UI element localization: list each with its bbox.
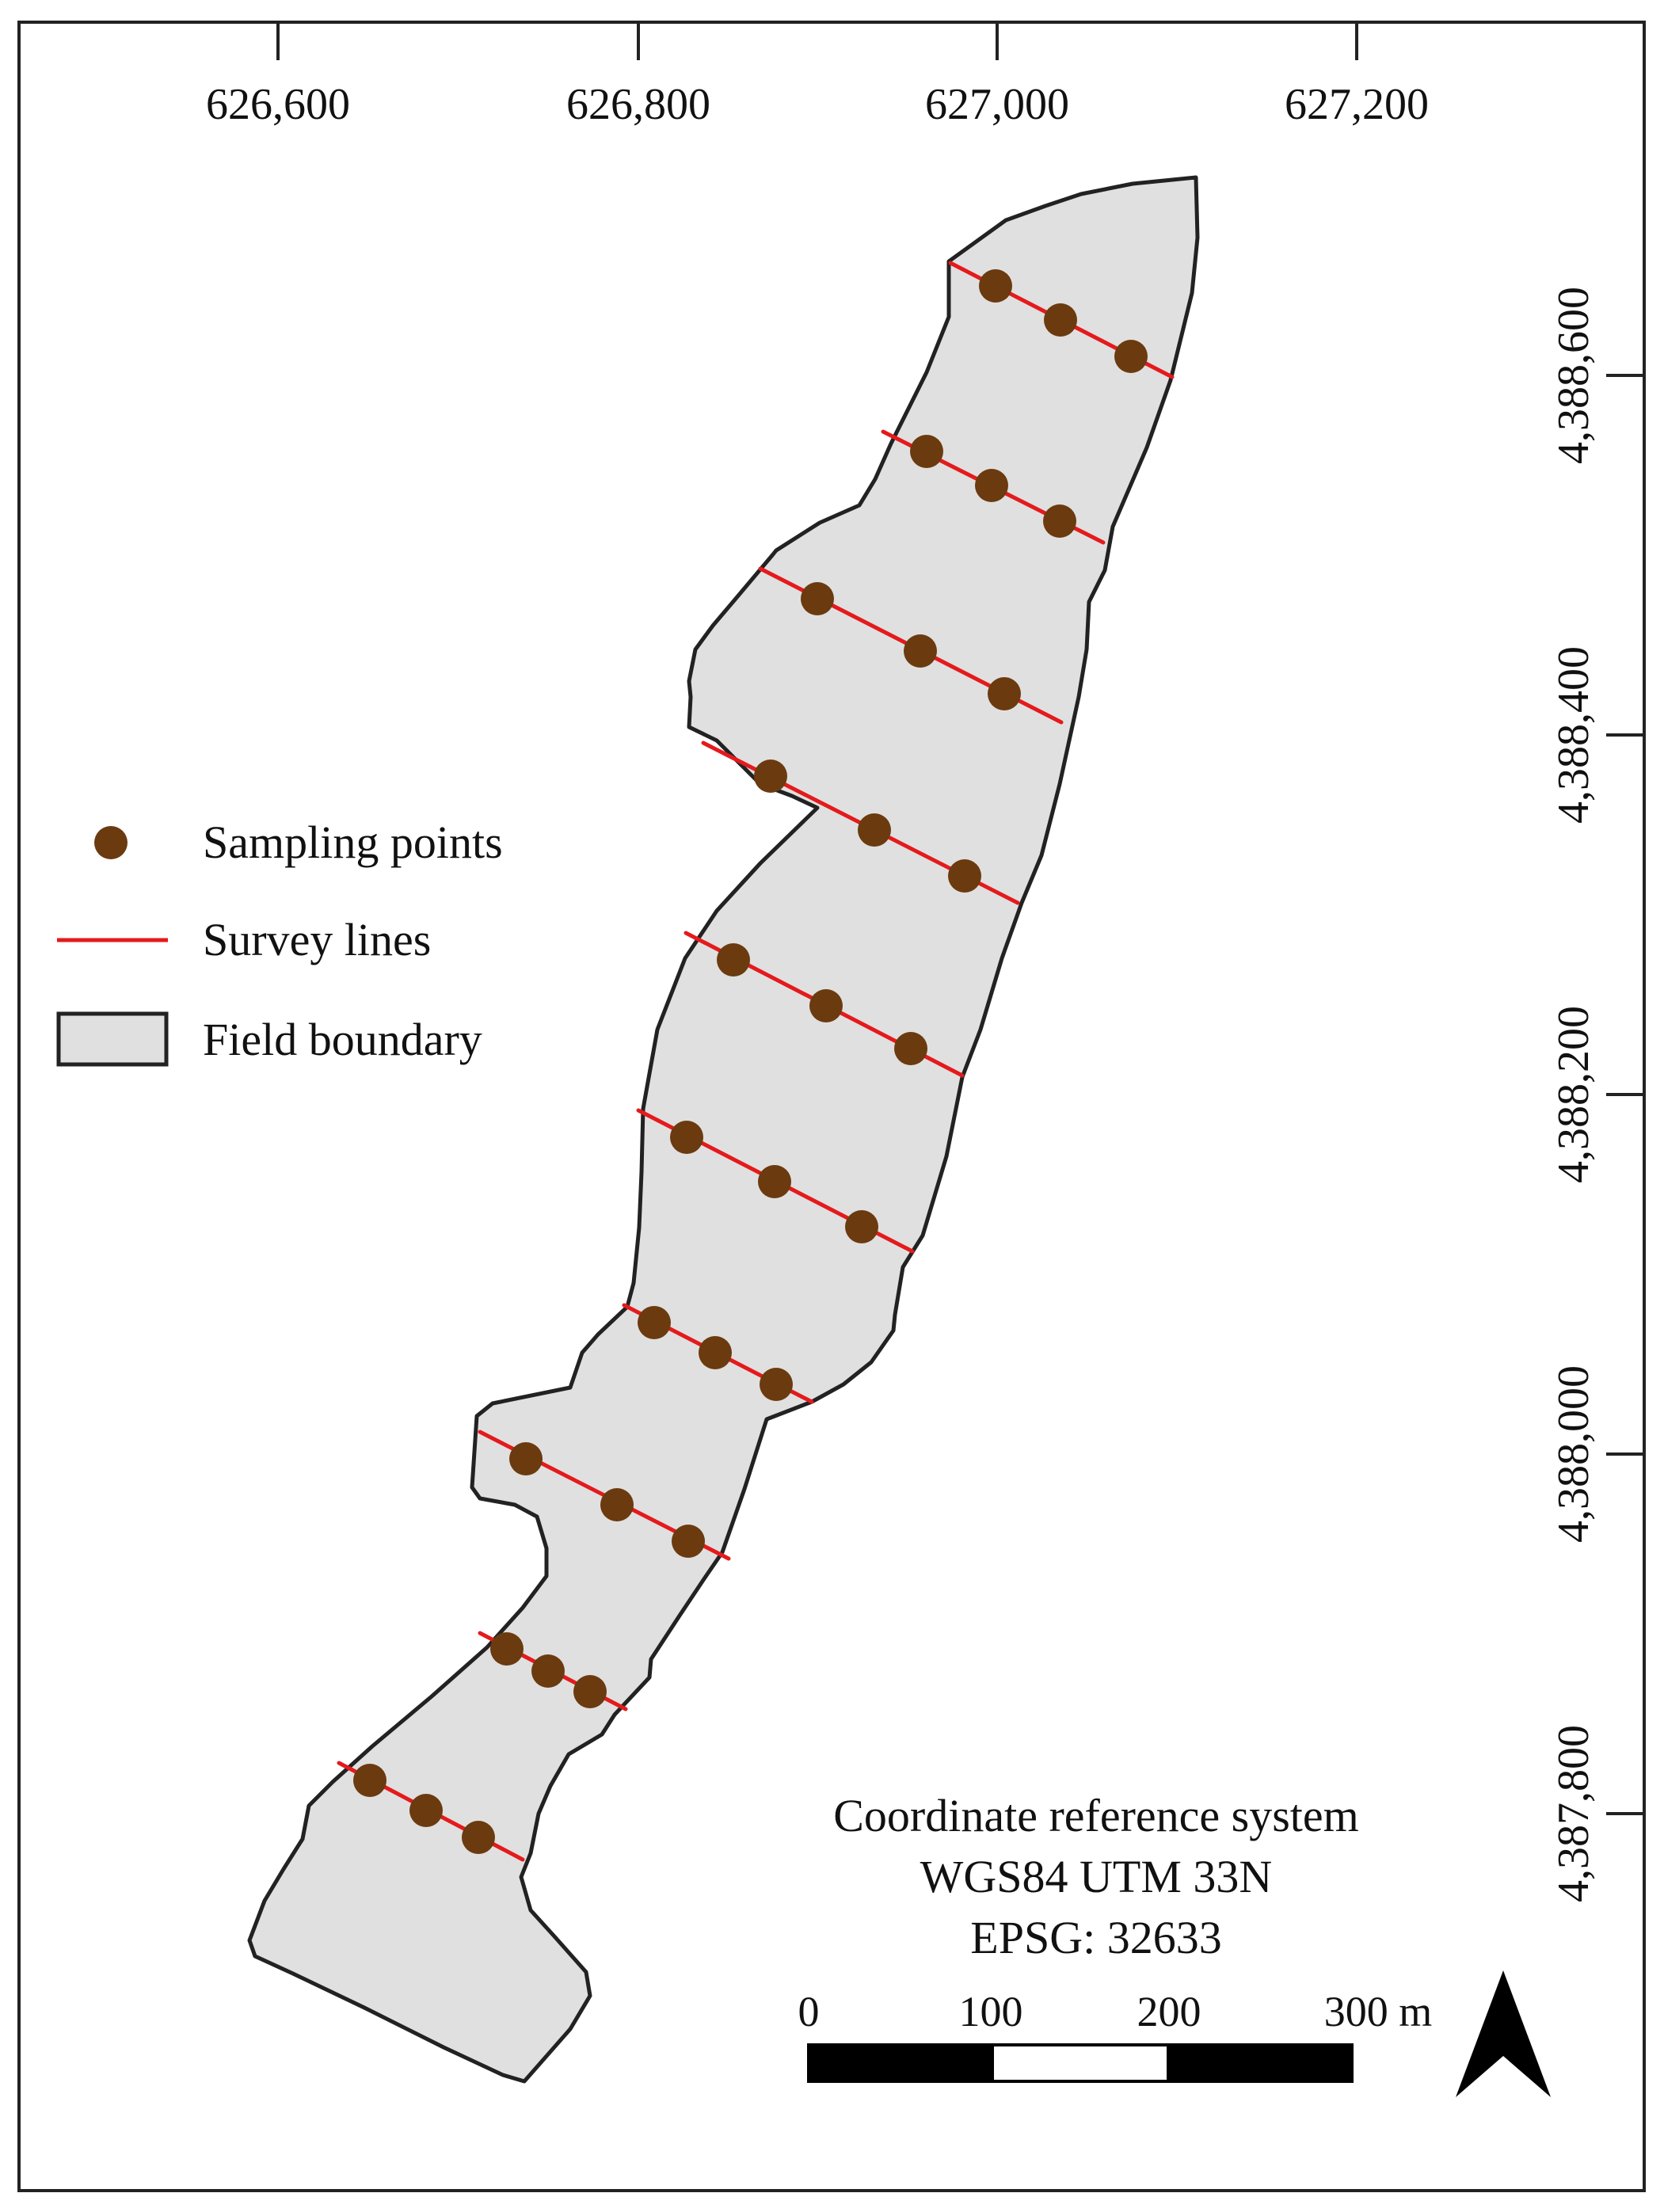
north-arrow-shape <box>1456 1970 1551 2097</box>
north-arrow-icon <box>1456 1970 1551 2097</box>
scale-segment <box>807 2043 994 2083</box>
y-tick-label: 4,388,000 <box>1549 1365 1598 1543</box>
y-tick-label: 4,387,800 <box>1549 1725 1598 1902</box>
sampling-point <box>975 469 1008 502</box>
x-tick-label: 627,000 <box>925 80 1069 129</box>
sampling-point <box>801 582 834 615</box>
sampling-points <box>353 269 1148 1854</box>
scale-bar: 0 100 200 300 m <box>798 1988 1433 2083</box>
y-axis-ticks <box>1606 374 1644 1815</box>
sampling-point <box>858 813 891 847</box>
scale-label: 100 <box>959 1988 1023 2035</box>
x-axis-ticks <box>276 22 1358 60</box>
x-axis-labels: 626,600 626,800 627,000 627,200 <box>206 80 1429 129</box>
sampling-point <box>353 1764 386 1797</box>
sampling-point <box>809 989 843 1022</box>
legend-symbol-sampling-point <box>94 826 128 859</box>
crs-name: WGS84 UTM 33N <box>920 1851 1273 1902</box>
sampling-point <box>1043 504 1076 538</box>
y-tick-label: 4,388,400 <box>1549 646 1598 824</box>
crs-epsg: EPSG: 32633 <box>970 1912 1221 1963</box>
sampling-point <box>670 1121 703 1154</box>
sampling-point <box>672 1525 705 1558</box>
scale-label: 200 <box>1137 1988 1201 2035</box>
sampling-point <box>531 1654 565 1688</box>
sampling-point <box>490 1632 524 1666</box>
sampling-point <box>910 435 943 468</box>
x-tick-label: 627,200 <box>1285 80 1429 129</box>
sampling-point <box>573 1675 607 1708</box>
y-tick-label: 4,388,200 <box>1549 1006 1598 1183</box>
legend-symbol-field-boundary <box>56 1011 169 1067</box>
sampling-point <box>760 1368 793 1401</box>
x-tick-label: 626,600 <box>206 80 350 129</box>
sampling-point <box>1114 340 1148 373</box>
sampling-point <box>845 1210 878 1243</box>
sampling-point <box>699 1336 732 1369</box>
crs-title: Coordinate reference system <box>833 1790 1359 1841</box>
legend: Sampling points Survey lines Field bound… <box>56 817 503 1067</box>
y-axis-labels: 4,388,600 4,388,400 4,388,200 4,388,000 … <box>1549 287 1598 1902</box>
y-tick-label: 4,388,600 <box>1549 287 1598 464</box>
scale-segment <box>991 2043 1170 2083</box>
legend-label-field-boundary: Field boundary <box>203 1014 482 1065</box>
sampling-point <box>509 1442 543 1475</box>
sampling-point <box>462 1821 495 1854</box>
sampling-point <box>754 760 787 793</box>
scale-segment <box>1167 2043 1354 2083</box>
scale-label: 300 m <box>1324 1988 1433 2035</box>
sampling-point <box>979 269 1012 303</box>
sampling-point <box>988 677 1021 710</box>
x-tick-label: 626,800 <box>566 80 710 129</box>
crs-block: Coordinate reference system WGS84 UTM 33… <box>833 1790 1359 1963</box>
sampling-point <box>600 1488 634 1521</box>
sampling-point <box>894 1032 927 1065</box>
legend-label-sampling-points: Sampling points <box>203 817 503 868</box>
field-boundary <box>247 175 1200 2084</box>
sampling-point <box>758 1165 791 1198</box>
sampling-point <box>409 1794 443 1827</box>
sampling-point <box>1044 303 1077 337</box>
sampling-point <box>717 943 750 977</box>
sampling-point <box>904 634 937 668</box>
sampling-point <box>638 1306 671 1339</box>
legend-label-survey-lines: Survey lines <box>203 914 431 965</box>
scale-label: 0 <box>798 1988 820 2035</box>
sampling-point <box>948 859 981 893</box>
